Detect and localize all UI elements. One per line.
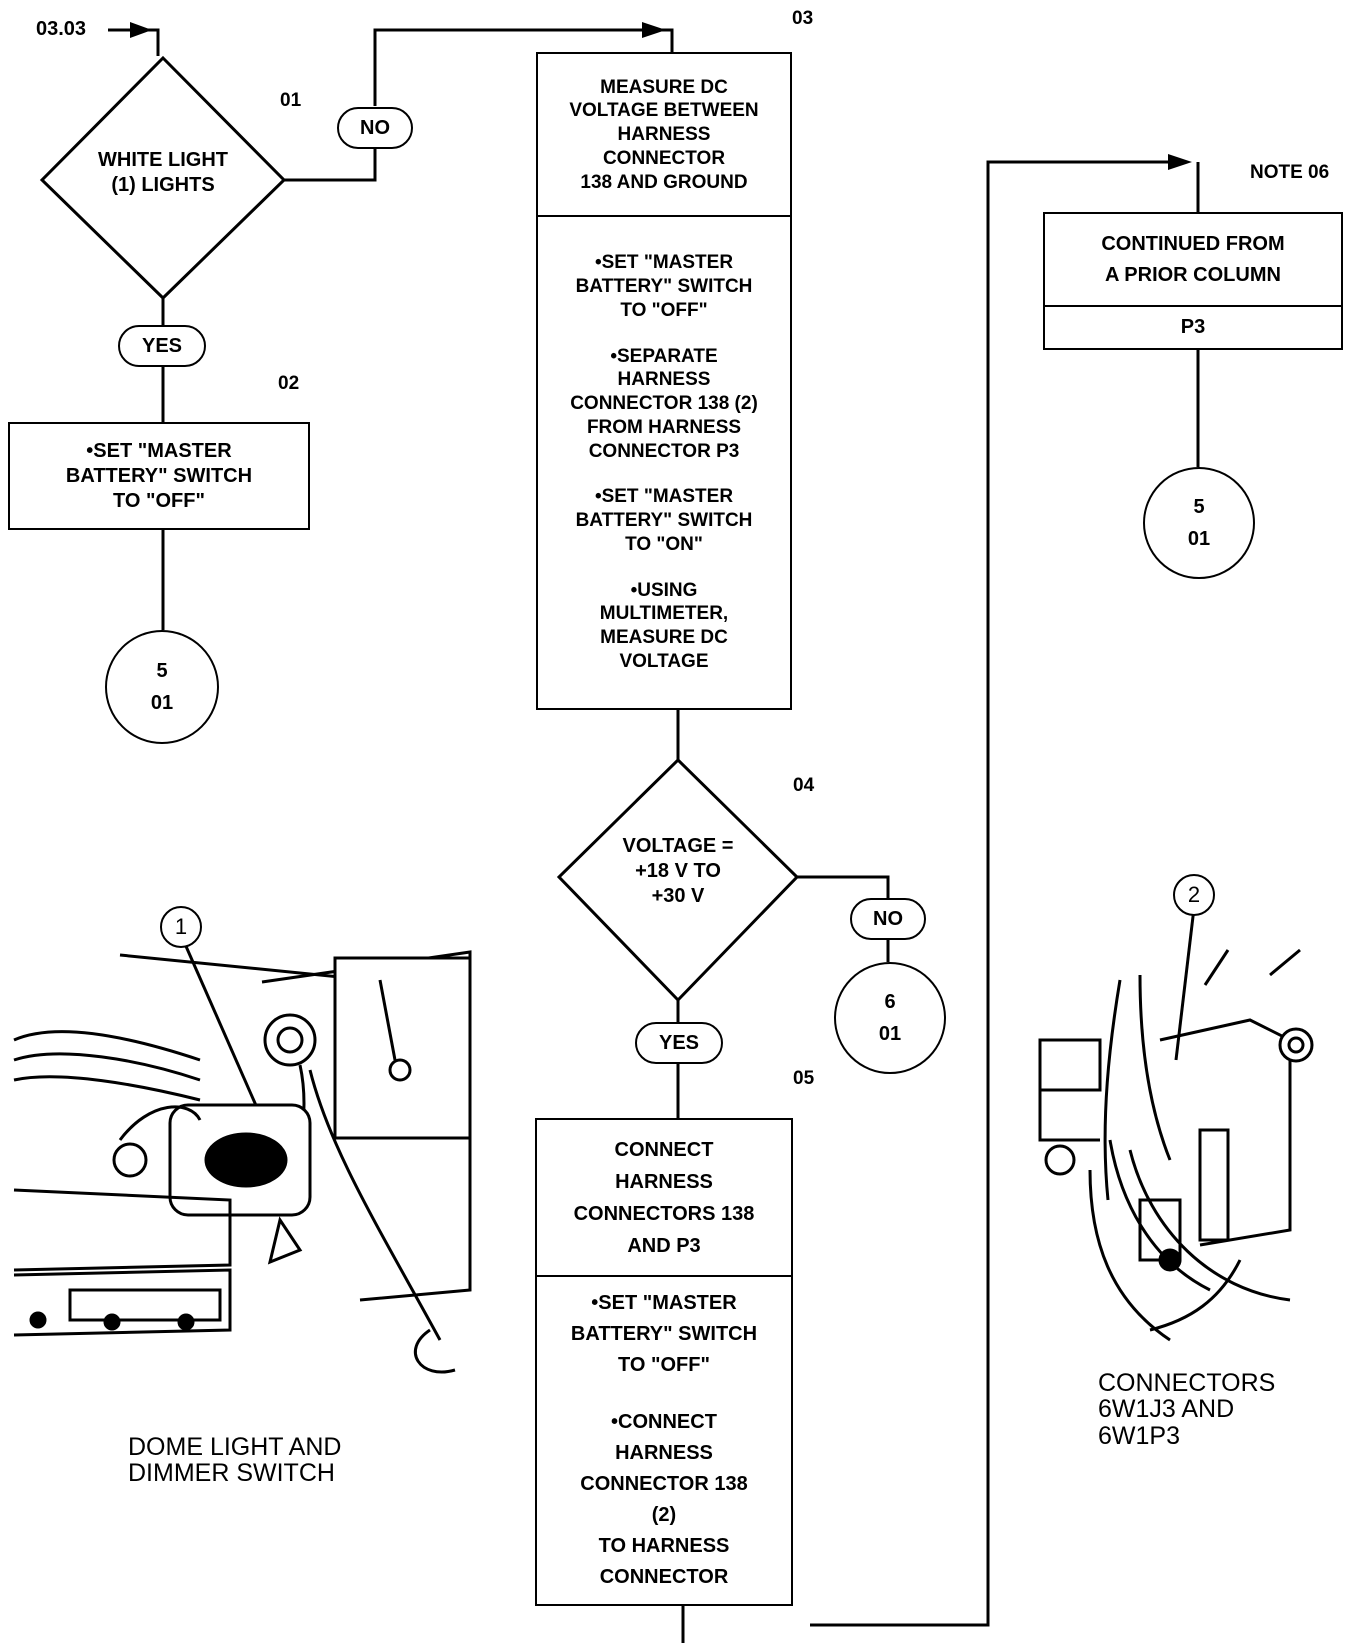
box-06-line-1: CONTINUED FROM [1101,233,1285,255]
entry-reference: 03.03 [36,18,87,40]
connector-left-step: 01 [150,692,174,714]
box-05-header-line-2: HARNESS [615,1171,713,1193]
box-05-body-line-9: TO HARNESS [598,1535,730,1557]
note-06-label: NOTE 06 [1250,162,1330,183]
decision-01-no-label: NO [337,107,413,149]
decision-01-line-2: (1) LIGHTS [111,174,215,196]
action-box-05-header: CONNECT HARNESS CONNECTORS 138 AND P3 [535,1118,793,1278]
box-05-body-line-2: BATTERY" SWITCH [570,1323,758,1345]
callout-1: 1 [160,906,202,948]
decision-04-line-2: +18 V TO [635,860,721,882]
box-03-body-line-8: FROM HARNESS [586,416,742,438]
step-number-05: 05 [793,1068,815,1089]
off-page-connector-mid: 6 01 [834,962,946,1074]
off-page-connector-right: 5 01 [1143,467,1255,579]
entry-line [108,28,160,56]
decision-01-yes-label: YES [118,325,206,367]
box-03-header-line-3: HARNESS [617,124,711,146]
box-03-body-line-1: •SET "MASTER [594,252,734,274]
step-number-02: 02 [278,373,300,394]
box-03-body-line-11: •SET "MASTER [594,486,734,508]
decision-04-line-1: VOLTAGE = [622,835,734,857]
box-05-body-line-1: •SET "MASTER [591,1292,737,1314]
caption-right-line-2: 6W1J3 AND [1098,1395,1235,1424]
decision-04-no-label: NO [850,898,926,940]
connector-mid-page: 6 [884,991,896,1013]
box-03-body-line-9: CONNECTOR P3 [588,440,740,462]
decision-04-text: VOLTAGE = +18 V TO +30 V [580,834,776,909]
box-03-body-line-5: •SEPARATE [610,345,718,367]
step-number-04: 04 [793,775,815,796]
box-03-body-line-15: •USING [630,579,698,601]
box-05-body-line-5: •CONNECT [611,1411,717,1433]
connector-left-page: 5 [156,660,168,682]
callout-2: 2 [1173,874,1215,916]
action-box-03-body: •SET "MASTER BATTERY" SWITCH TO "OFF" •S… [536,215,792,710]
caption-left-line-1: DOME LIGHT AND [128,1433,342,1461]
box-03-body-line-16: MULTIMETER, [599,603,729,625]
box-05-body-line-3: TO "OFF" [618,1354,710,1376]
box-03-body-line-2: BATTERY" SWITCH [575,276,753,298]
box-03-body-line-3: TO "OFF" [620,299,708,321]
box-03-body-line-17: MEASURE DC [600,627,728,649]
action-box-03-header: MEASURE DC VOLTAGE BETWEEN HARNESS CONNE… [536,52,792,218]
box-05-body-line-10: CONNECTOR [599,1566,729,1588]
caption-right-line-3: 6W1P3 [1098,1421,1180,1450]
box-05-body-line-6: HARNESS [615,1442,713,1464]
box-05-header-line-3: CONNECTORS 138 [573,1203,755,1225]
box-03-header-line-5: 138 AND GROUND [580,171,748,193]
box-06-line-2: A PRIOR COLUMN [1105,264,1281,286]
box-05-body-line-7: CONNECTOR 138 [580,1473,748,1495]
caption-left-line-2: DIMMER SWITCH [128,1459,335,1488]
caption-connectors: CONNECTORS 6W1J3 AND 6W1P3 [1098,1370,1275,1449]
box-03-header-line-1: MEASURE DC [600,76,728,98]
off-page-connector-left: 5 01 [105,630,219,744]
decision-04-yes-label: YES [635,1022,723,1064]
box-03-body-line-7: CONNECTOR 138 (2) [570,393,758,415]
box-03-body-line-6: HARNESS [617,369,711,391]
step-number-03: 03 [792,8,814,29]
box-03-body-line-13: TO "ON" [625,533,703,555]
action-box-02: •SET "MASTER BATTERY" SWITCH TO "OFF" [8,422,310,530]
box-02-line-3: TO "OFF" [113,489,205,512]
decision-04-line-3: +30 V [651,885,705,907]
dome-light-illustration [13,950,472,1374]
box-05-header-line-4: AND P3 [627,1235,701,1257]
connector-mid-step: 01 [878,1023,902,1045]
action-box-05-body: •SET "MASTER BATTERY" SWITCH TO "OFF" •C… [535,1275,793,1606]
connectors-illustration [1038,948,1314,1342]
decision-04-shape [556,757,800,1003]
caption-dome-light: DOME LIGHT AND DIMMER SWITCH [128,1434,341,1487]
box-05-header-line-1: CONNECT [614,1139,714,1161]
decision-01-shape [39,55,287,301]
continued-box-06-sub: P3 [1043,305,1343,350]
connector-right-page: 5 [1193,496,1205,518]
box-05-body-line-8: (2) [651,1504,677,1526]
box-03-header-line-2: VOLTAGE BETWEEN [569,100,759,122]
box-03-body-line-18: VOLTAGE [619,650,709,672]
step-number-01: 01 [280,90,302,111]
decision-01-text: WHITE LIGHT (1) LIGHTS [63,148,263,198]
box-03-body-line-12: BATTERY" SWITCH [575,510,753,532]
decision-01-line-1: WHITE LIGHT [98,149,228,171]
box-03-header-line-4: CONNECTOR [602,147,726,169]
caption-right-line-1: CONNECTORS [1098,1369,1276,1397]
connector-right-step: 01 [1187,528,1211,550]
box-02-line-1: •SET "MASTER [86,439,232,462]
box-02-line-2: BATTERY" SWITCH [65,464,253,487]
continued-box-06: CONTINUED FROM A PRIOR COLUMN [1043,212,1343,308]
